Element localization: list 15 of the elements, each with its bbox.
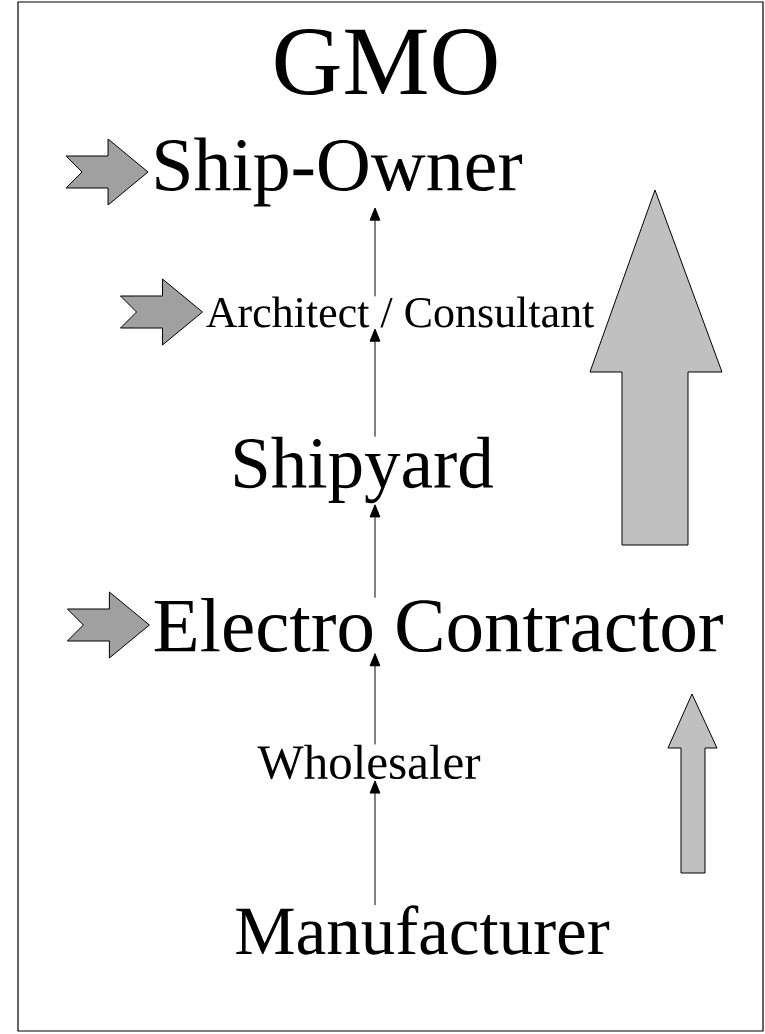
- node-label: Shipyard: [235, 436, 493, 504]
- node-label: Ship-Owner: [156, 137, 523, 207]
- node-label: Manufacturer: [236, 905, 610, 955]
- arrow: [369, 780, 381, 906]
- chevron-arrow: [66, 591, 150, 659]
- arrow: [369, 328, 381, 438]
- node-label: Electro Contractor: [154, 597, 723, 653]
- node-label: Wholesaler: [257, 744, 481, 780]
- arrow: [369, 653, 381, 745]
- title: GMO: [275, 29, 497, 95]
- arrow: [369, 207, 381, 297]
- chevron-arrow: [65, 138, 149, 206]
- arrow: [369, 504, 381, 599]
- node-label: Architect / Consultant: [206, 296, 595, 328]
- chevron-arrow: [120, 278, 203, 346]
